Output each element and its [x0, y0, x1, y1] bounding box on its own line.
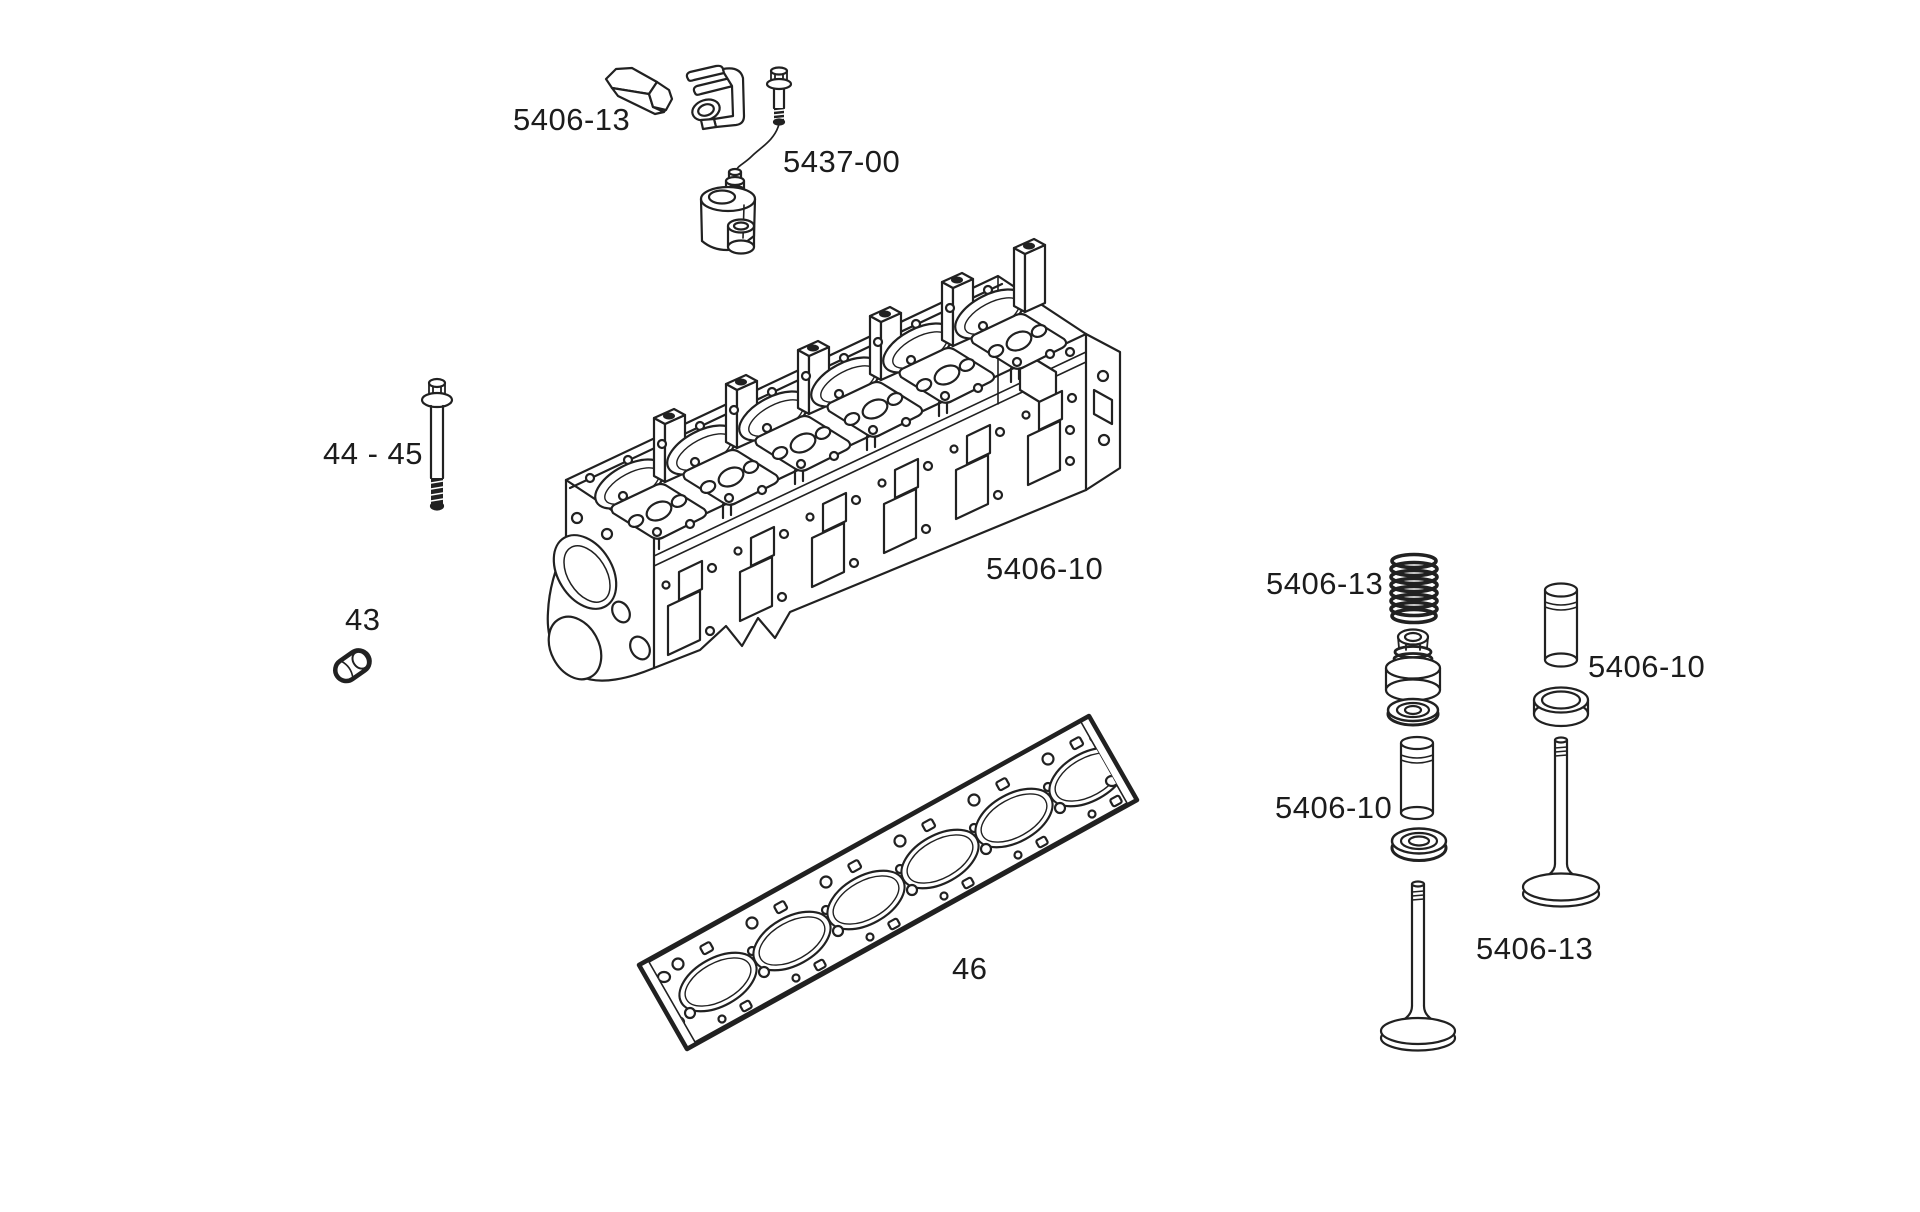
- valve-guide-left-part: [1399, 735, 1435, 821]
- label-pad-clamp: 5406-13: [513, 102, 631, 137]
- dowel-sleeve-part: [333, 648, 372, 684]
- label-cylinder-head: 5406-10: [986, 551, 1104, 586]
- valve-guide-right-part: [1543, 582, 1579, 668]
- valve-seat-ring-part: [1532, 686, 1590, 728]
- head-bolt-part: [420, 377, 454, 511]
- valve-stem-seal-upper-part: [1386, 697, 1440, 727]
- rocker-pad-part: [604, 66, 674, 116]
- mount-bolt-part: [765, 66, 793, 126]
- valve-right-part: [1521, 736, 1601, 908]
- leader-wire: [735, 123, 780, 172]
- spring-retainer-part: [1384, 628, 1442, 702]
- valve-stem-seal-lower-part: [1390, 827, 1448, 862]
- head-gasket-part: [636, 713, 1140, 1052]
- valve-spring-part: [1389, 552, 1439, 625]
- label-valve-guide-right: 5406-10: [1588, 649, 1706, 684]
- label-valve-spring-group: 5406-13: [1266, 566, 1384, 601]
- cylinder-head-part: [546, 237, 1122, 682]
- label-head-gasket: 46: [952, 951, 988, 986]
- label-valve-group: 5406-13: [1476, 931, 1594, 966]
- label-dowel: 43: [345, 602, 381, 637]
- label-head-bolts: 44 - 45: [323, 436, 424, 471]
- label-valve-guide-left: 5406-10: [1275, 790, 1393, 825]
- adjuster-part: [699, 167, 757, 255]
- valve-left-part: [1379, 880, 1457, 1052]
- clamp-bracket-part: [685, 64, 746, 131]
- label-adjuster: 5437-00: [783, 144, 901, 179]
